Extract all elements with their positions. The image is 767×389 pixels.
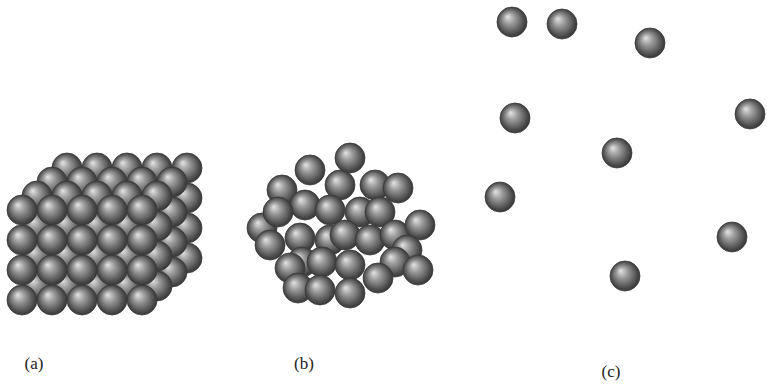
particle xyxy=(263,197,293,227)
particle xyxy=(67,195,97,225)
particle xyxy=(635,28,665,58)
particle xyxy=(602,138,632,168)
particle xyxy=(255,230,285,260)
particle xyxy=(67,285,97,315)
particle xyxy=(67,225,97,255)
particle xyxy=(127,255,157,285)
particle xyxy=(97,255,127,285)
particle xyxy=(127,225,157,255)
particle xyxy=(37,285,67,315)
particle xyxy=(610,261,640,291)
particle xyxy=(97,285,127,315)
part-label: (b) xyxy=(294,354,314,374)
particle xyxy=(500,103,530,133)
solid-lattice xyxy=(7,153,202,315)
particle xyxy=(7,225,37,255)
particle xyxy=(295,155,325,185)
particle xyxy=(485,182,515,212)
particle xyxy=(7,255,37,285)
particle xyxy=(7,285,37,315)
particle xyxy=(127,195,157,225)
particle xyxy=(97,225,127,255)
particle xyxy=(37,255,67,285)
part-label: (a) xyxy=(25,354,44,374)
particle xyxy=(127,285,157,315)
particle xyxy=(37,195,67,225)
particle xyxy=(335,143,365,173)
particle xyxy=(717,222,747,252)
particle xyxy=(383,173,413,203)
particle xyxy=(403,255,433,285)
particle xyxy=(97,195,127,225)
particle xyxy=(547,9,577,39)
gas-particles xyxy=(485,7,765,291)
particle xyxy=(335,278,365,308)
particle xyxy=(37,225,67,255)
liquid-cluster xyxy=(247,143,435,308)
particle xyxy=(735,99,765,129)
particle xyxy=(307,247,337,277)
particle xyxy=(335,250,365,280)
particle xyxy=(363,263,393,293)
part-label: (c) xyxy=(602,362,621,382)
particle xyxy=(67,255,97,285)
particle xyxy=(7,195,37,225)
particle xyxy=(497,7,527,37)
particle xyxy=(305,275,335,305)
